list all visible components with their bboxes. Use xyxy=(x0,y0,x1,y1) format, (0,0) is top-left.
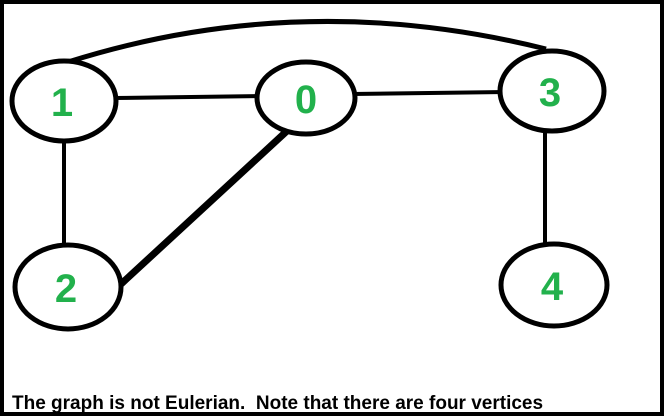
vertex-4-label: 4 xyxy=(541,265,564,309)
vertex-2-ellipse xyxy=(12,242,124,332)
graph-svg: 1 0 3 2 4 xyxy=(9,18,610,332)
caption-line-1: The graph is not Eulerian. Note that the… xyxy=(12,393,544,414)
vertex-1-label: 1 xyxy=(51,81,73,125)
vertex-4-ellipse xyxy=(498,241,610,329)
edge-1-0 xyxy=(113,94,265,100)
edge-0-2 xyxy=(117,127,291,288)
edge-1-3-arc xyxy=(67,18,547,65)
vertex-0-label: 0 xyxy=(295,78,317,122)
caption: The graph is not Eulerian. Note that the… xyxy=(12,336,652,414)
vertex-2-label: 2 xyxy=(55,267,77,311)
vertex-0-ellipse xyxy=(254,59,358,137)
vertex-1-ellipse xyxy=(9,58,119,144)
vertex-3-ellipse xyxy=(497,48,607,134)
vertex-3-label: 3 xyxy=(539,71,561,115)
edge-0-3 xyxy=(351,90,507,96)
